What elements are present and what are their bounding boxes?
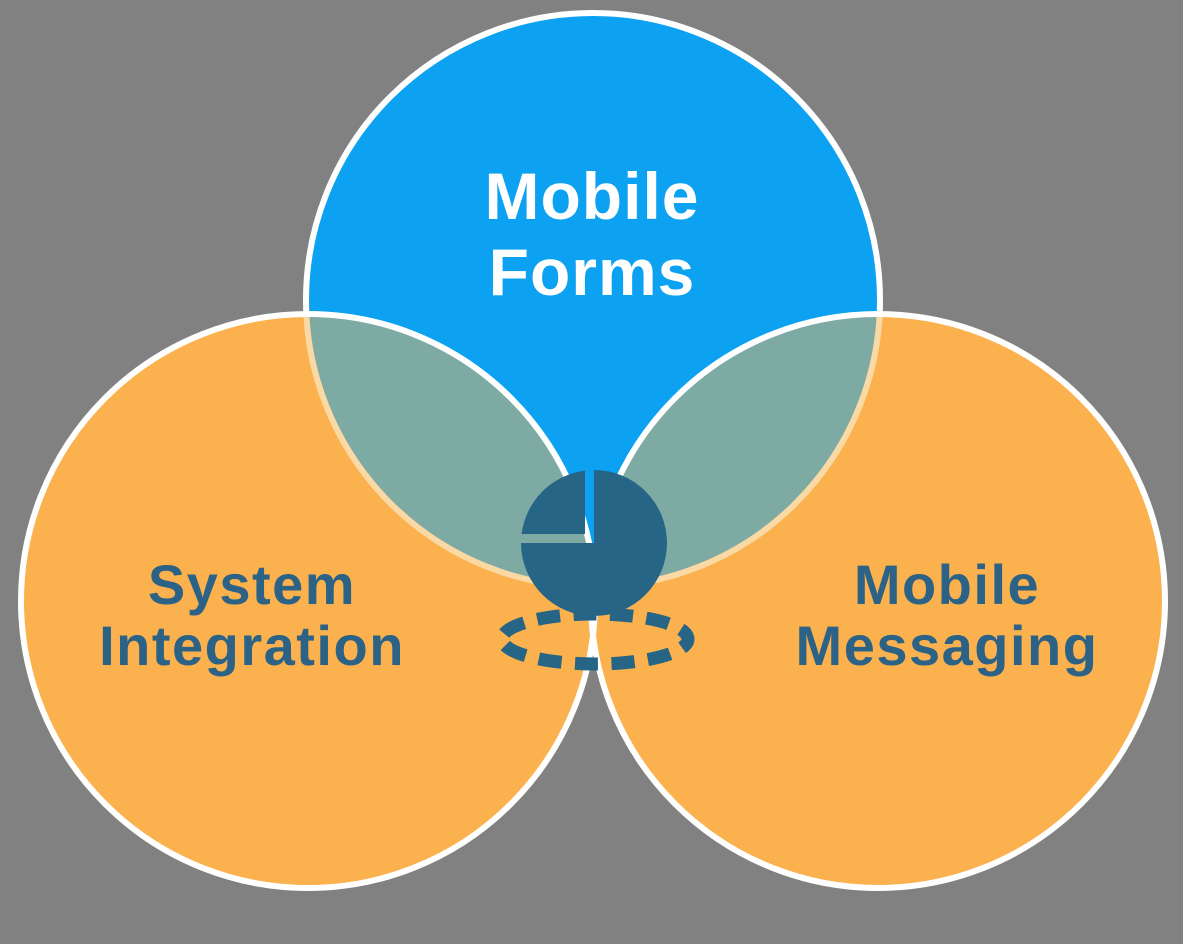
pie-chart-icon-body xyxy=(521,470,667,616)
right-circle-label: Mobile Messaging xyxy=(727,554,1167,676)
left-circle-label-line1: System xyxy=(147,553,357,616)
right-circle-label-line2: Messaging xyxy=(795,614,1099,677)
top-circle-label: Mobile Forms xyxy=(332,158,852,310)
left-circle-label-line2: Integration xyxy=(99,614,405,677)
top-circle-label-line2: Forms xyxy=(488,235,696,309)
top-circle-label-line1: Mobile xyxy=(484,159,700,233)
overlap-right-lens xyxy=(591,314,880,587)
pie-chart-icon xyxy=(521,470,667,616)
right-circle-label-line1: Mobile xyxy=(853,553,1041,616)
overlap-left-lens xyxy=(306,314,595,587)
pie-chart-icon-slice xyxy=(521,470,585,534)
left-circle-label: System Integration xyxy=(32,554,472,676)
